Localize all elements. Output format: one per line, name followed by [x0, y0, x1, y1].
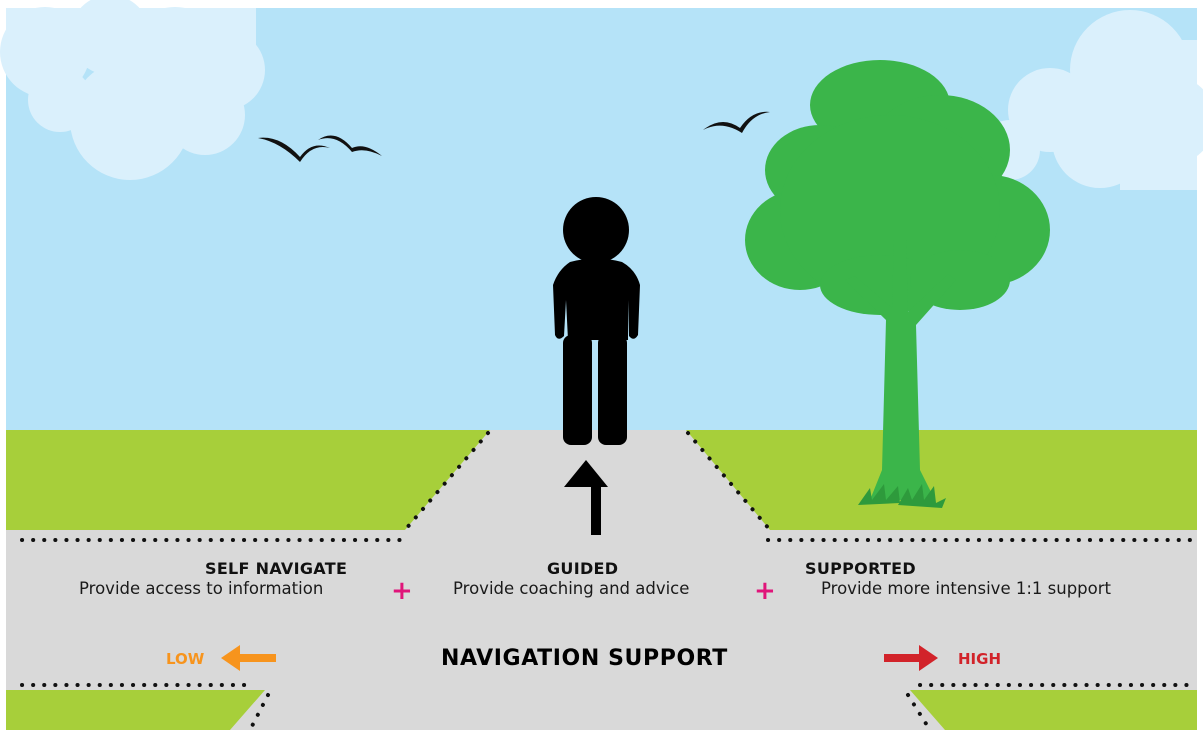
navigation-support-title: NAVIGATION SUPPORT: [441, 646, 728, 671]
step-title-supported: SUPPORTED: [805, 559, 916, 578]
step-title-guided: GUIDED: [547, 559, 619, 578]
grass-bottom-right: [910, 690, 1197, 730]
road-edge-dots: [20, 431, 1197, 732]
step-title-self-navigate: SELF NAVIGATE: [205, 559, 348, 578]
plus-icon: +: [391, 576, 413, 606]
cloud-icon: [0, 0, 265, 180]
bird-icon: [318, 135, 382, 156]
high-label: HIGH: [958, 650, 1002, 668]
step-description-supported: Provide more intensive 1:1 support: [821, 579, 1111, 598]
person-icon: [553, 197, 640, 445]
bird-icon: [703, 111, 770, 133]
left-arrow-icon: [221, 645, 276, 671]
step-description-guided: Provide coaching and advice: [453, 579, 690, 598]
step-description-self-navigate: Provide access to information: [79, 579, 324, 598]
tree-icon: [745, 60, 1050, 508]
low-label: LOW: [166, 650, 205, 668]
up-arrow-icon: [564, 460, 608, 535]
right-arrow-icon: [884, 645, 938, 671]
plus-icon: +: [754, 576, 776, 606]
bird-icon: [258, 137, 330, 162]
grass-bottom-left: [6, 690, 276, 730]
